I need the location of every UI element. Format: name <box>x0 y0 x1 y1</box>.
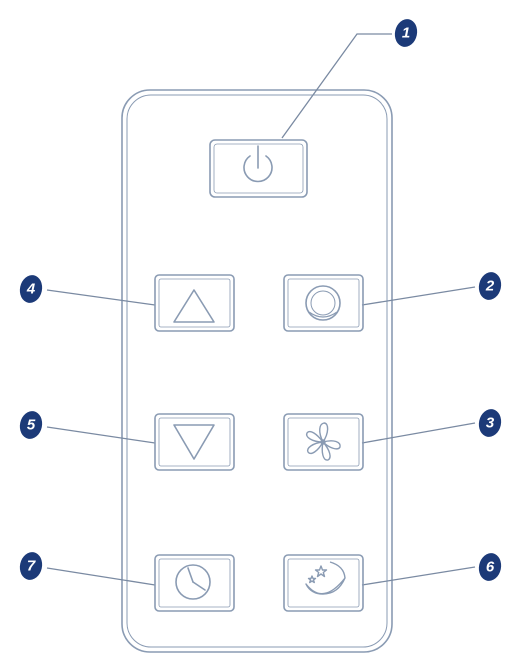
moon-stars-icon <box>305 561 346 595</box>
fan-icon <box>305 422 341 461</box>
remote-body <box>121 89 393 653</box>
sleep-button[interactable] <box>283 554 364 612</box>
triangle-up-icon <box>173 289 215 323</box>
callout-timer-label: 7 <box>27 558 36 575</box>
callout-power: 1 <box>394 19 418 47</box>
callout-fan-label: 3 <box>486 415 495 432</box>
triangle-down-icon <box>173 424 215 460</box>
callout-fan: 3 <box>478 409 502 437</box>
fan-button[interactable] <box>283 413 364 471</box>
mode-button[interactable] <box>283 274 364 332</box>
mode-circle-icon <box>305 285 341 321</box>
callout-down-label: 5 <box>27 417 36 434</box>
timer-button[interactable] <box>154 554 235 612</box>
leader-line-fan <box>361 422 476 444</box>
leader-line-sleep <box>361 566 476 586</box>
power-button[interactable] <box>209 139 308 198</box>
callout-up: 4 <box>19 275 43 303</box>
leader-line-mode <box>361 286 476 306</box>
up-button[interactable] <box>154 274 235 332</box>
leader-lines <box>46 33 476 586</box>
callout-timer: 7 <box>19 552 43 580</box>
clock-icon <box>175 564 211 600</box>
callout-down: 5 <box>19 411 43 439</box>
down-button[interactable] <box>154 413 235 471</box>
leader-line-down <box>46 426 156 444</box>
callout-mode-label: 2 <box>485 278 495 295</box>
callout-mode: 2 <box>478 272 502 300</box>
leader-line-timer <box>46 567 156 586</box>
callout-sleep: 6 <box>478 553 502 581</box>
power-icon <box>243 145 273 183</box>
leader-line-up <box>46 289 156 306</box>
leader-line-power <box>281 33 392 139</box>
callout-sleep-label: 6 <box>486 559 495 576</box>
callout-power-label: 1 <box>402 25 410 42</box>
callout-up-label: 4 <box>26 281 36 298</box>
